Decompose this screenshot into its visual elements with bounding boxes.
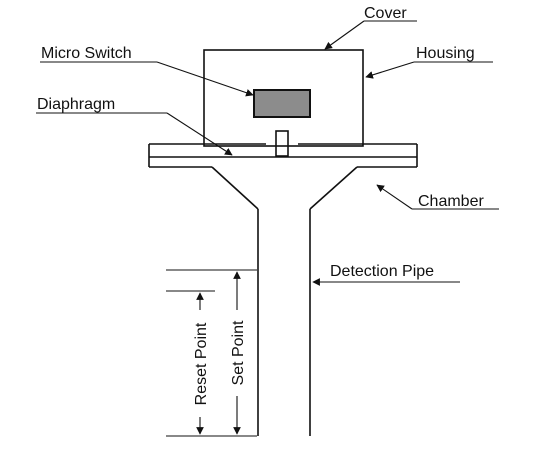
micro-switch-body — [253, 89, 311, 118]
diaphragm-leader — [166, 112, 233, 156]
micro-switch-leader — [156, 61, 254, 97]
housing-body — [203, 49, 364, 147]
label-diaphragm: Diaphragm — [37, 96, 115, 113]
label-cover: Cover — [364, 5, 407, 22]
plunger — [275, 130, 289, 157]
chamber-leader — [376, 184, 413, 210]
funnel-left — [211, 166, 259, 210]
label-reset-point: Reset Point — [193, 322, 210, 405]
label-detection-pipe: Detection Pipe — [330, 263, 434, 280]
label-chamber: Chamber — [418, 193, 484, 210]
label-set-point: Set Point — [230, 320, 247, 385]
housing-leader — [365, 61, 415, 79]
funnel-right — [309, 166, 358, 210]
label-housing: Housing — [416, 45, 475, 62]
cover-leader — [324, 20, 365, 50]
label-micro-switch: Micro Switch — [41, 45, 132, 62]
